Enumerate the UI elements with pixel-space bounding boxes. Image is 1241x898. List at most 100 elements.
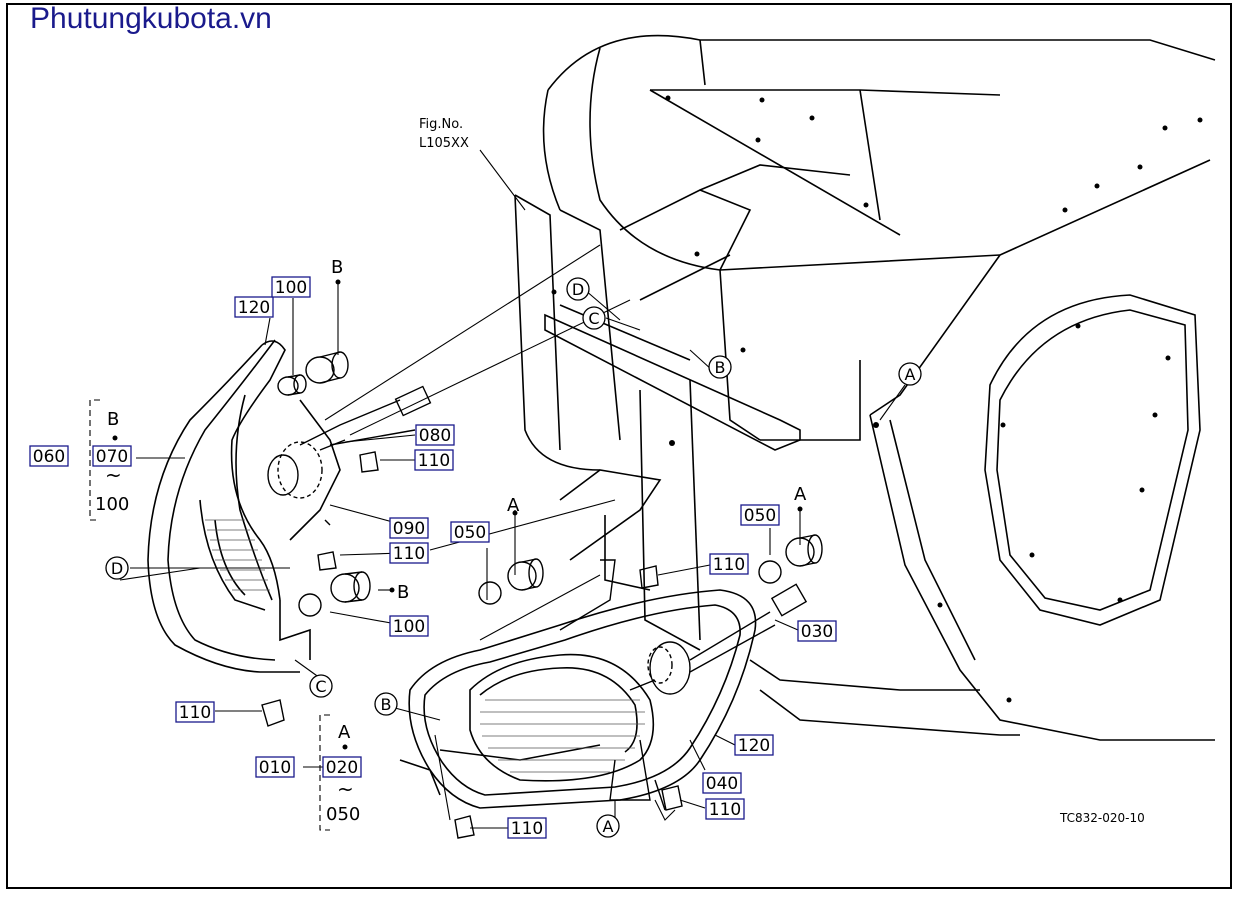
circled-b-frame-letter: B (715, 358, 726, 377)
site-watermark: Phutungkubota.vn (30, 2, 272, 35)
part-110-b-box (389, 542, 429, 564)
right-bulb-assembly (629, 583, 808, 695)
part-110-d: 110 (709, 553, 749, 575)
part-100-top-box (271, 276, 311, 298)
part-080-number: 080 (419, 426, 451, 446)
circled-a-bottom-letter: A (603, 817, 614, 836)
leader-dots (112, 279, 803, 750)
part-100-bottom-box (389, 615, 429, 637)
circled-c-lamp-letter: C (315, 677, 326, 696)
part-050-left-box (450, 521, 490, 543)
label-range-100: 100 (95, 494, 129, 515)
part-040-number: 040 (706, 774, 738, 794)
part-110-e-box (705, 798, 745, 820)
part-020: 020 (322, 756, 362, 778)
part-110-c-number: 110 (179, 703, 211, 723)
right-lamp-bracket (559, 559, 666, 811)
part-120-left: 120 (234, 296, 274, 318)
part-120-right: 120 (734, 734, 774, 756)
left-lamp-hatching (205, 519, 270, 591)
part-070: 070 (92, 445, 132, 467)
part-080: 080 (415, 424, 455, 446)
part-020-number: 020 (326, 758, 358, 778)
label-a-left-bushing: A (507, 495, 520, 516)
circled-b-lamp-letter: B (381, 695, 392, 714)
fig-ref-line2: L105XX (419, 136, 469, 151)
circled-d-frame-letter: D (572, 280, 584, 299)
circled-a-bottom: A (596, 814, 620, 838)
part-110-b: 110 (389, 542, 429, 564)
part-110-a: 110 (414, 449, 454, 471)
part-110-c-box (175, 701, 215, 723)
hood-bolts (551, 95, 1203, 703)
circled-a-hood-letter: A (905, 365, 916, 384)
hood-assembly (514, 34, 1216, 741)
circled-c-lamp: C (309, 674, 333, 698)
circled-b-lamp: B (374, 692, 398, 716)
circled-a-hood: A (898, 362, 922, 386)
part-040-box (702, 772, 742, 794)
leader-lines (89, 149, 906, 831)
part-020-box (322, 756, 362, 778)
right-lamp-hatching (480, 699, 645, 773)
part-050-right-box (740, 504, 780, 526)
label-b-top: B (331, 257, 343, 278)
part-110-a-number: 110 (418, 451, 450, 471)
left-bushings (261, 351, 379, 727)
part-100-top: 100 (271, 276, 311, 298)
part-090-box (389, 517, 429, 539)
circled-c-frame: C (582, 306, 606, 330)
part-010: 010 (255, 756, 295, 778)
part-100-top-number: 100 (275, 278, 307, 298)
part-110-f-number: 110 (511, 819, 543, 839)
part-050-left: 050 (450, 521, 490, 543)
part-120-right-number: 120 (738, 736, 770, 756)
label-b-bushing: B (397, 582, 409, 603)
figure-reference: Fig.No. L105XX (419, 117, 469, 151)
label-range-050: 050 (326, 804, 360, 825)
circled-d-lamp-letter: D (111, 559, 123, 578)
part-060: 060 (29, 445, 69, 467)
label-a-right-bushing: A (794, 484, 807, 505)
part-060-box (29, 445, 69, 467)
left-headlamp (147, 339, 341, 673)
right-bushings (454, 534, 823, 839)
part-030-number: 030 (801, 622, 833, 642)
part-110-d-box (709, 553, 749, 575)
part-100-bottom: 100 (389, 615, 429, 637)
part-070-box (92, 445, 132, 467)
circled-d-frame: D (566, 277, 590, 301)
part-120-left-box (234, 296, 274, 318)
part-070-number: 070 (96, 447, 128, 467)
part-040: 040 (702, 772, 742, 794)
part-120-right-box (734, 734, 774, 756)
circled-b-frame: B (708, 355, 732, 379)
part-100-bottom-number: 100 (393, 617, 425, 637)
circled-c-frame-letter: C (588, 309, 599, 328)
tilde-left: ~ (105, 463, 122, 487)
part-110-d-number: 110 (713, 555, 745, 575)
part-010-number: 010 (259, 758, 291, 778)
drawing-code: TC832-020-10 (1059, 811, 1145, 825)
part-110-a-box (414, 449, 454, 471)
part-090: 090 (389, 517, 429, 539)
part-110-c: 110 (175, 701, 215, 723)
part-030-box (797, 620, 837, 642)
right-headlamp (399, 589, 757, 809)
part-030: 030 (797, 620, 837, 642)
part-060-number: 060 (33, 447, 65, 467)
part-050-right: 050 (740, 504, 780, 526)
left-bulb-assembly (267, 385, 432, 526)
label-b-group-left: B (107, 409, 119, 430)
part-110-e: 110 (705, 798, 745, 820)
part-110-f-box (507, 817, 547, 839)
part-120-left-number: 120 (238, 298, 270, 318)
tilde-bottom: ~ (337, 777, 354, 801)
part-090-number: 090 (393, 519, 425, 539)
part-110-e-number: 110 (709, 800, 741, 820)
circled-d-lamp: D (105, 556, 129, 580)
